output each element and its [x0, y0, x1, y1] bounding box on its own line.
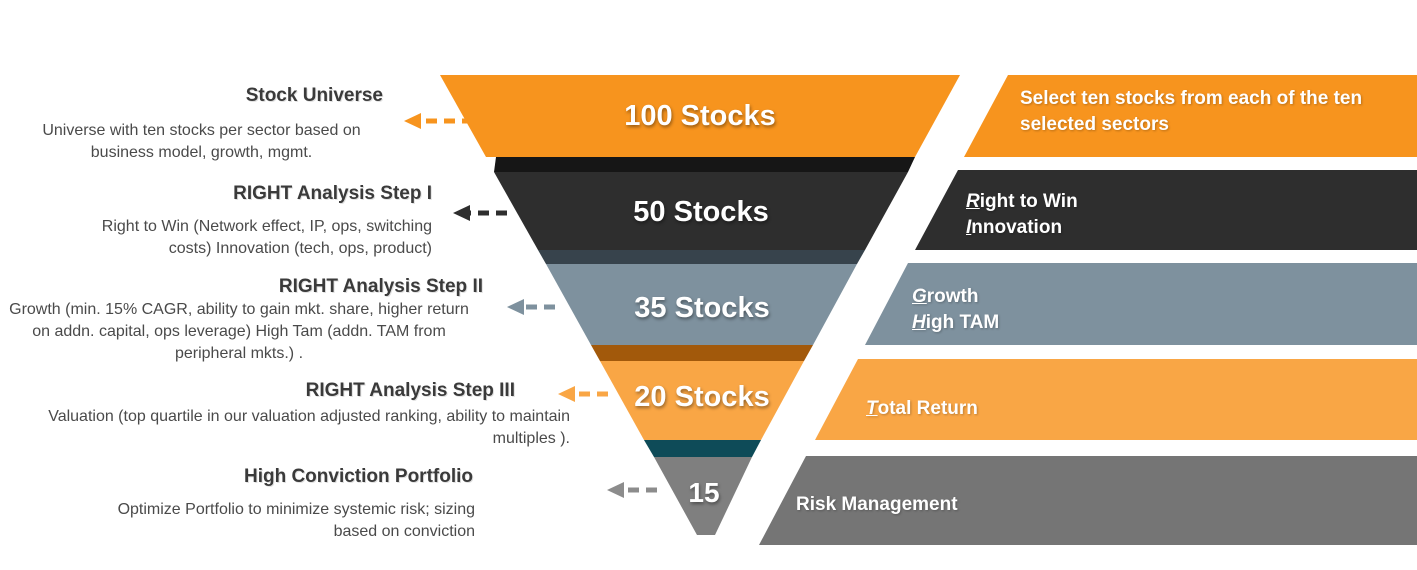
arrow-stage-3 — [507, 299, 555, 315]
funnel-stage-3-body — [546, 264, 857, 345]
funnel-count-4: 20 Stocks — [634, 381, 770, 413]
label-title-stock-universe: Stock Universe — [245, 85, 383, 106]
arrow-stage-2 — [453, 205, 507, 221]
lead-letter: G — [912, 286, 927, 307]
bar-text-risk-management: Risk Management — [796, 494, 958, 515]
funnel-stage-1-body — [440, 75, 960, 157]
funnel-count-3: 35 Stocks — [634, 292, 770, 324]
funnel-stage-4-band — [591, 345, 813, 361]
arrow-stage-1 — [404, 113, 473, 129]
bar-text-select-stocks: Select ten stocks from each of the ten s… — [1020, 88, 1363, 135]
lead-letter: T — [866, 398, 878, 419]
funnel-count-1: 100 Stocks — [624, 100, 776, 132]
arrow-stage-5 — [607, 482, 657, 498]
bar-text-total-return: Total Return — [866, 398, 978, 419]
bar-select-stocks — [964, 75, 1417, 157]
bar-right-to-win — [915, 170, 1417, 250]
lead-letter: R — [966, 191, 980, 212]
label-desc-right-step-2: Growth (min. 15% CAGR, ability to gain m… — [9, 301, 469, 362]
bar-total-return — [815, 359, 1417, 440]
funnel-stage-4-body — [600, 361, 804, 440]
label-title-right-step-3: RIGHT Analysis Step III — [305, 380, 515, 401]
label-desc-right-step-1: Right to Win (Network effect, IP, ops, s… — [101, 218, 432, 257]
funnel-stage-5-body — [654, 457, 752, 535]
label-desc-high-conviction: Optimize Portfolio to minimize systemic … — [117, 501, 475, 540]
bar-text-right-to-win: Right to Win Innovation — [966, 191, 1078, 238]
lead-letter: I — [966, 217, 972, 238]
funnel-stage-2-body — [494, 172, 908, 250]
funnel-stage-3-band — [538, 250, 865, 264]
bar-risk-management — [759, 456, 1417, 545]
bar-growth-high-tam — [865, 263, 1417, 345]
funnel-count-5: 15 — [688, 477, 720, 508]
arrow-stage-4 — [558, 386, 608, 402]
lead-letter: H — [912, 312, 926, 333]
label-desc-right-step-3: Valuation (top quartile in our valuation… — [48, 408, 570, 447]
label-title-right-step-2: RIGHT Analysis Step II — [278, 276, 483, 297]
funnel-stage-2-band — [494, 157, 915, 172]
label-desc-stock-universe: Universe with ten stocks per sector base… — [42, 122, 361, 161]
bar-text-growth-high-tam: Growth High TAM — [912, 286, 1000, 333]
funnel-stage-5-band — [644, 440, 761, 457]
funnel-count-2: 50 Stocks — [633, 196, 769, 228]
label-title-right-step-1: RIGHT Analysis Step I — [233, 183, 432, 204]
label-title-high-conviction: High Conviction Portfolio — [243, 466, 473, 487]
